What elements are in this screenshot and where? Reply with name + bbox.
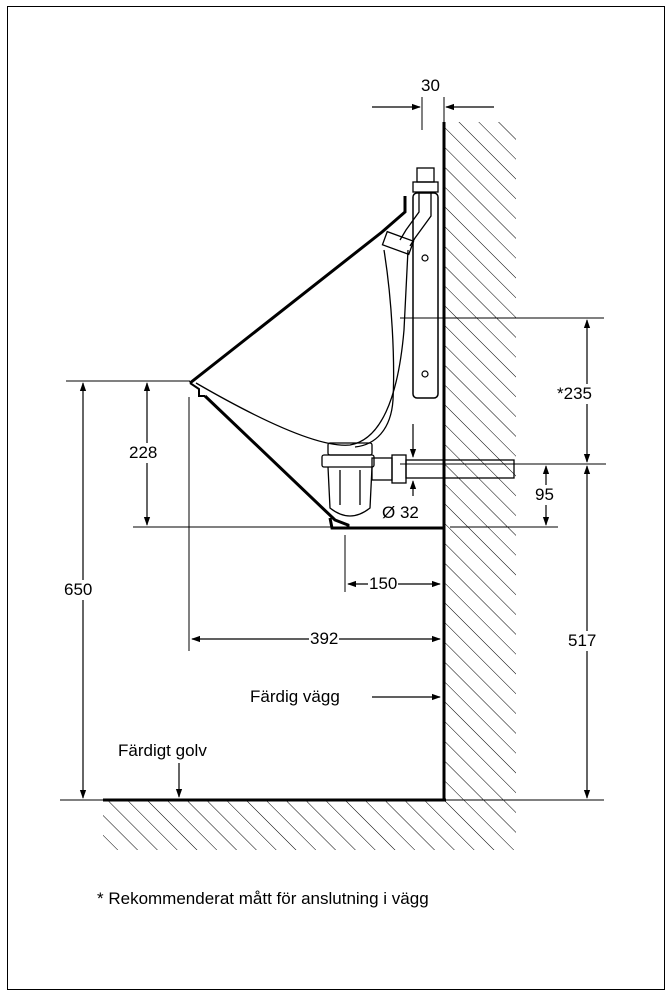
dimension-228-label: 228 bbox=[128, 443, 159, 463]
water-inlet-fitting bbox=[381, 167, 439, 256]
dimension-235-label: *235 bbox=[556, 384, 593, 404]
dimension-95-label: 95 bbox=[534, 485, 555, 505]
finished-wall-label: Färdig vägg bbox=[250, 687, 340, 706]
dimension-517-label: 517 bbox=[567, 631, 598, 651]
floor-hatch bbox=[103, 800, 444, 850]
extension-lines bbox=[60, 97, 606, 801]
wall-hatch bbox=[444, 122, 516, 850]
footnote: * Rekommenderat mått för anslutning i vä… bbox=[97, 889, 429, 908]
dimension-150-label: 150 bbox=[368, 574, 399, 594]
dimension-30-label: 30 bbox=[420, 76, 441, 96]
dimension-650-label: 650 bbox=[63, 580, 94, 600]
dimension-392-label: 392 bbox=[309, 629, 340, 649]
dimension-diameter-32-label: Ø 32 bbox=[381, 503, 420, 523]
finished-floor-label: Färdigt golv bbox=[118, 741, 207, 760]
urinal-body bbox=[189, 192, 444, 530]
siphon-trap bbox=[321, 442, 515, 517]
